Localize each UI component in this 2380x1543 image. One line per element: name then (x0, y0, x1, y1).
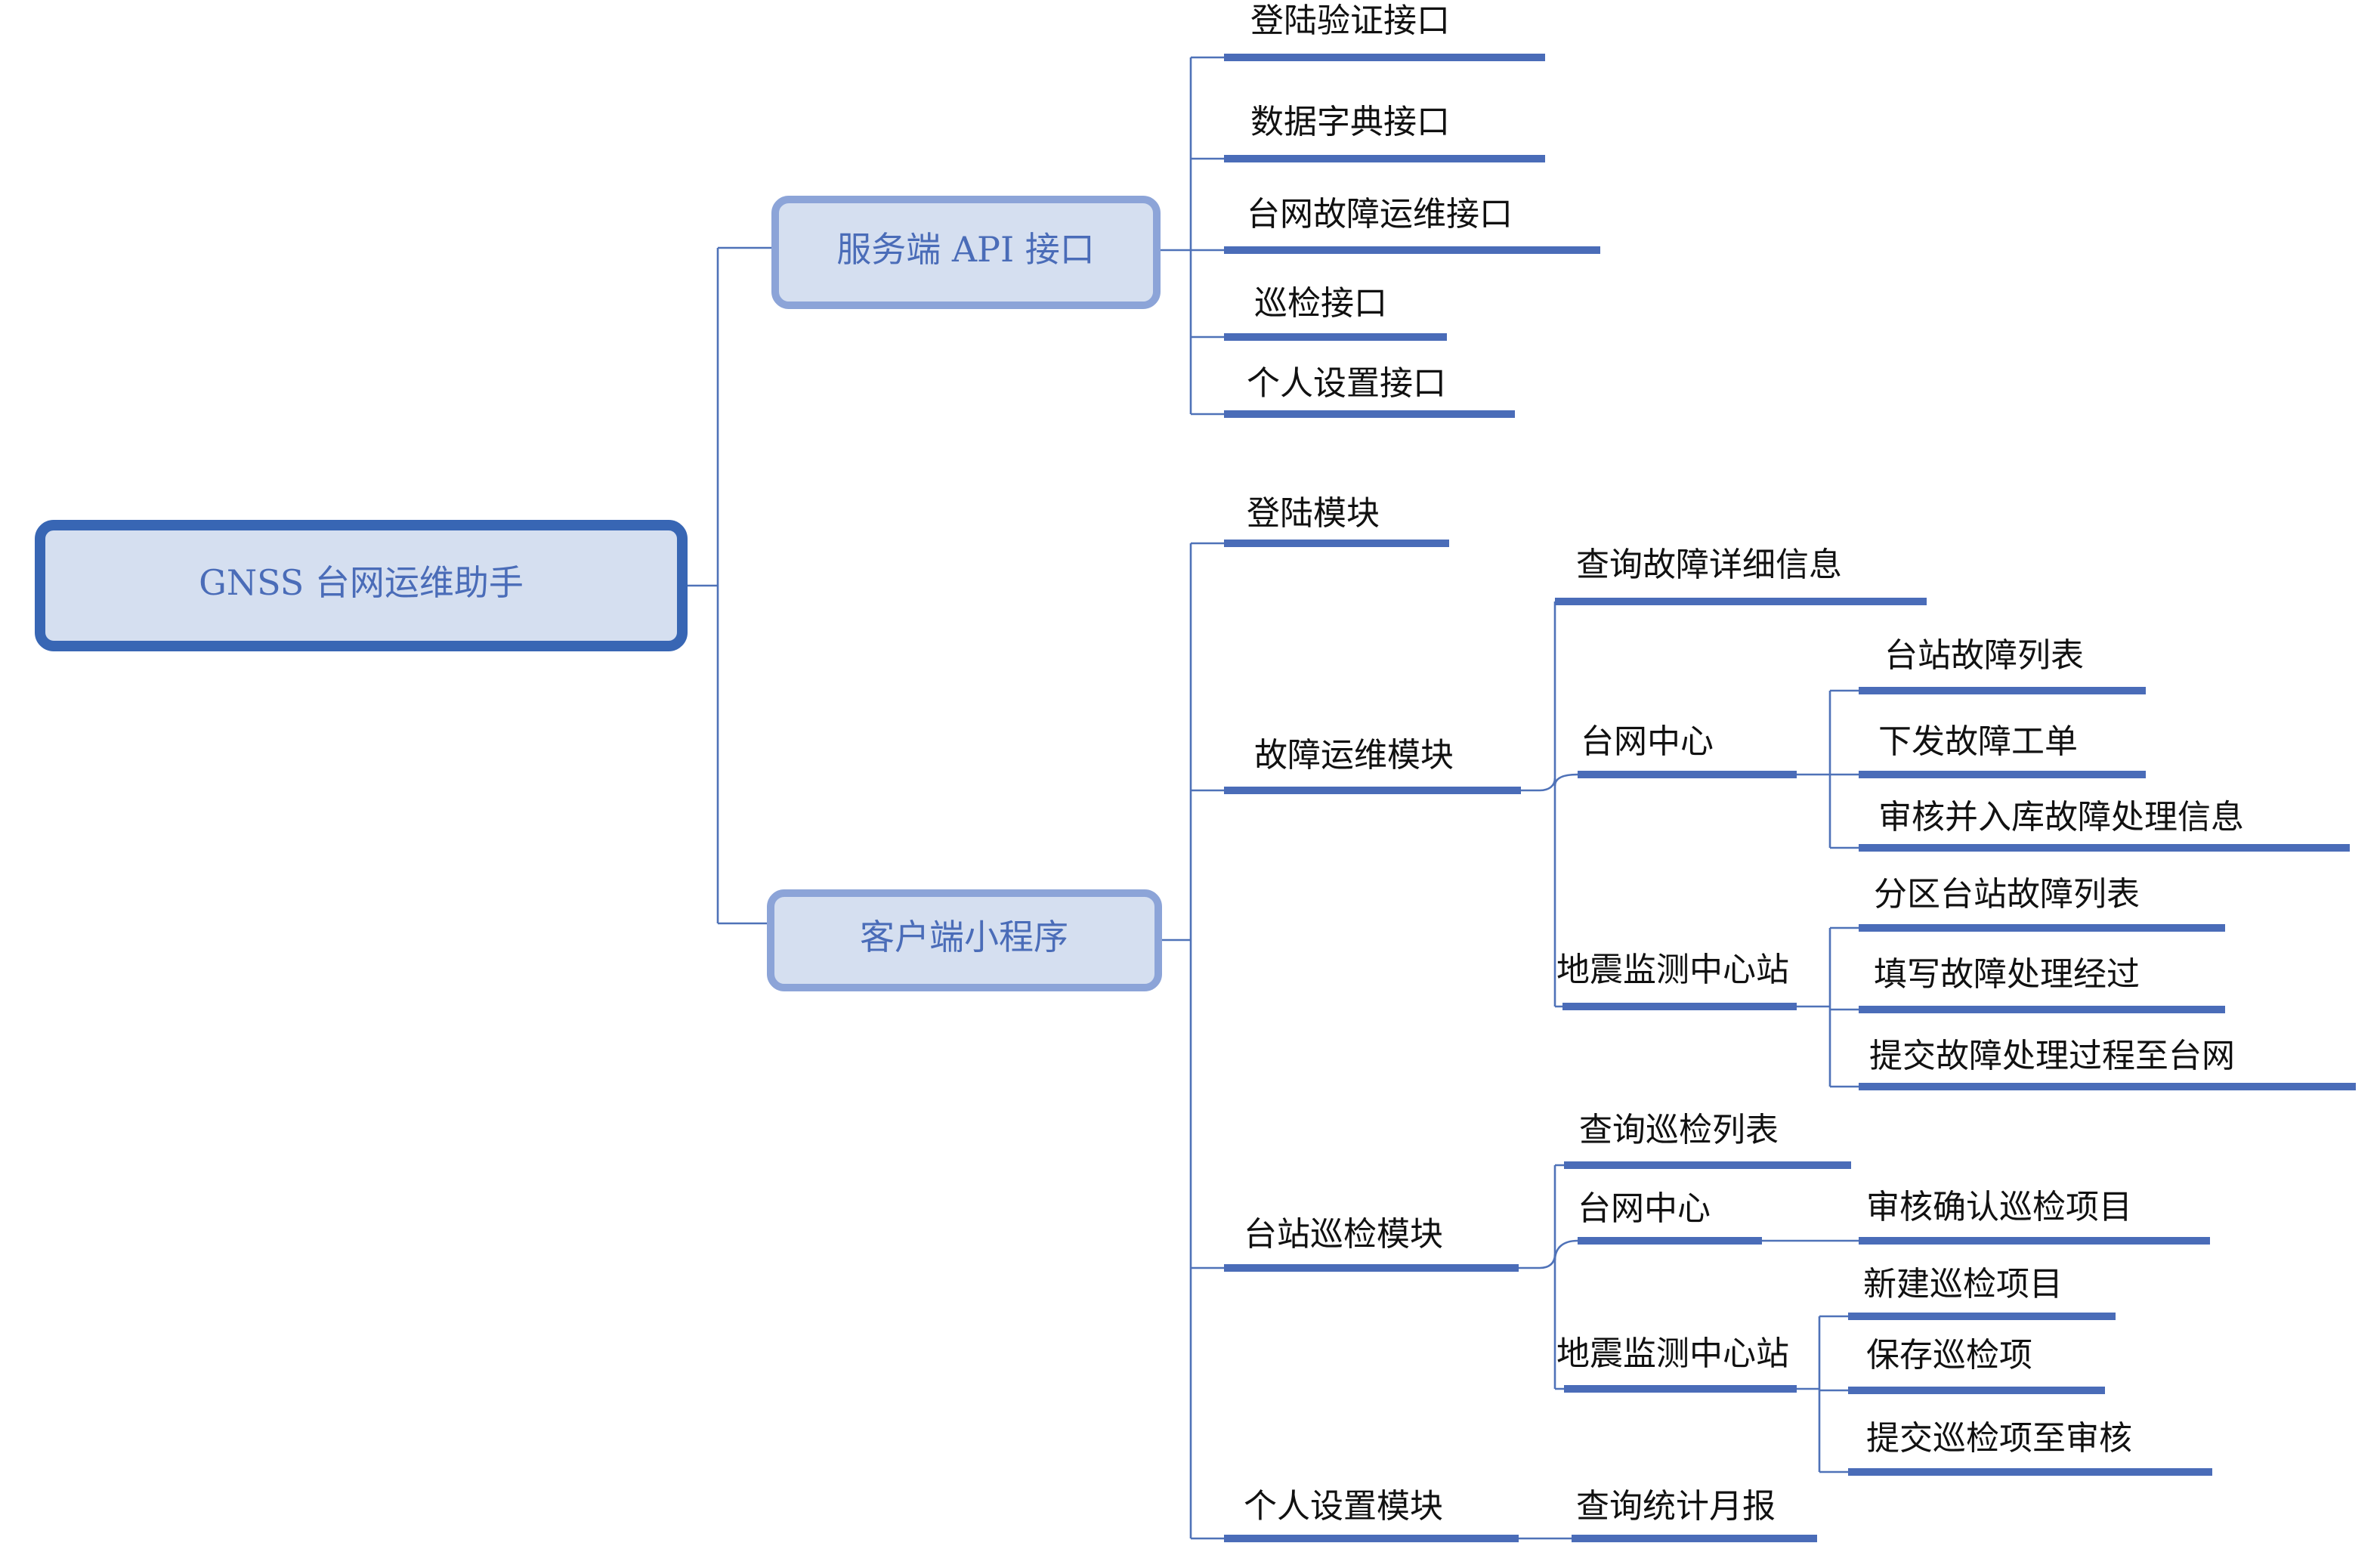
connector-fault-curve (1553, 773, 1578, 787)
server-item[interactable]: 台网故障运维接口 (1224, 195, 1600, 254)
client-node[interactable]: 客户端小程序 (767, 889, 1162, 991)
patrol-center-item-label: 审核确认巡检项目 (1866, 1188, 2132, 1226)
fault-center[interactable]: 台网中心 (1578, 722, 1797, 778)
patrol-query[interactable]: 查询巡检列表 (1564, 1111, 1851, 1169)
fault-query-label: 查询故障详细信息 (1576, 546, 1842, 584)
server-node[interactable]: 服务端 API 接口 (771, 196, 1161, 309)
login-module[interactable]: 登陆模块 (1224, 494, 1449, 547)
root-box (35, 520, 688, 651)
personal-item[interactable]: 查询统计月报 (1572, 1487, 1817, 1542)
patrol-station-item[interactable]: 新建巡检项目 (1848, 1265, 2116, 1320)
fault-station-item-label: 分区台站故障列表 (1874, 875, 2140, 914)
server-item-label: 巡检接口 (1254, 284, 1387, 323)
server-item-label: 个人设置接口 (1247, 364, 1446, 403)
login-module-label: 登陆模块 (1247, 494, 1380, 533)
server-item[interactable]: 数据字典接口 (1224, 103, 1545, 162)
patrol-center-item[interactable]: 审核确认巡检项目 (1859, 1188, 2210, 1245)
fault-module[interactable]: 故障运维模块 (1224, 736, 1521, 794)
server-label: 服务端 API 接口 (836, 229, 1095, 270)
server-item-label: 登陆验证接口 (1250, 2, 1450, 40)
personal-item-label: 查询统计月报 (1576, 1487, 1776, 1526)
patrol-query-label: 查询巡检列表 (1579, 1111, 1779, 1149)
client-box (767, 889, 1162, 991)
patrol-center-label: 台网中心 (1578, 1189, 1711, 1228)
connector-patrol-curve (1539, 1254, 1556, 1269)
fault-center-item[interactable]: 审核并入库故障处理信息 (1859, 798, 2350, 852)
server-item[interactable]: 登陆验证接口 (1224, 2, 1545, 61)
fault-station-item-label: 填写故障处理经过 (1874, 955, 2140, 994)
fault-module-label: 故障运维模块 (1254, 736, 1454, 775)
fault-station-item-label: 提交故障处理过程至台网 (1869, 1037, 2235, 1075)
patrol-station-label: 地震监测中心站 (1556, 1334, 1789, 1373)
fault-center-item-label: 下发故障工单 (1878, 722, 2078, 761)
connector-patrol-curve (1553, 1239, 1578, 1261)
server-item-label: 台网故障运维接口 (1247, 195, 1513, 233)
patrol-station-item-label: 保存巡检项 (1866, 1336, 2032, 1374)
patrol-station[interactable]: 地震监测中心站 (1556, 1334, 1797, 1393)
patrol-station-item[interactable]: 提交巡检项至审核 (1848, 1419, 2212, 1476)
personal-module[interactable]: 个人设置模块 (1224, 1487, 1519, 1542)
fault-center-item[interactable]: 下发故障工单 (1859, 722, 2146, 778)
patrol-module[interactable]: 台站巡检模块 (1224, 1215, 1519, 1272)
fault-query[interactable]: 查询故障详细信息 (1555, 546, 1927, 605)
server-box (771, 196, 1161, 309)
personal-module-label: 个人设置模块 (1244, 1487, 1443, 1526)
patrol-center[interactable]: 台网中心 (1578, 1189, 1762, 1245)
patrol-station-item-label: 提交巡检项至审核 (1866, 1419, 2132, 1458)
fault-station-item[interactable]: 分区台站故障列表 (1859, 875, 2225, 932)
server-item[interactable]: 巡检接口 (1224, 284, 1447, 341)
fault-center-item-label: 台站故障列表 (1884, 636, 2084, 675)
patrol-module-label: 台站巡检模块 (1244, 1215, 1443, 1254)
fault-center-label: 台网中心 (1581, 722, 1714, 761)
fault-station-item[interactable]: 提交故障处理过程至台网 (1859, 1037, 2356, 1090)
server-item[interactable]: 个人设置接口 (1224, 364, 1515, 418)
patrol-station-item[interactable]: 保存巡检项 (1848, 1336, 2105, 1394)
fault-center-item-label: 审核并入库故障处理信息 (1878, 798, 2244, 836)
fault-center-item[interactable]: 台站故障列表 (1859, 636, 2146, 694)
fault-station-label: 地震监测中心站 (1556, 951, 1789, 989)
patrol-station-item-label: 新建巡检项目 (1863, 1265, 2063, 1303)
fault-station-item[interactable]: 填写故障处理经过 (1859, 955, 2225, 1013)
connector-fault-curve (1539, 778, 1556, 792)
server-item-label: 数据字典接口 (1250, 103, 1450, 141)
fault-station[interactable]: 地震监测中心站 (1556, 951, 1797, 1010)
root-node[interactable]: GNSS 台网运维助手 (35, 520, 688, 651)
root-label: GNSS 台网运维助手 (199, 562, 524, 603)
client-label: 客户端小程序 (860, 917, 1068, 957)
